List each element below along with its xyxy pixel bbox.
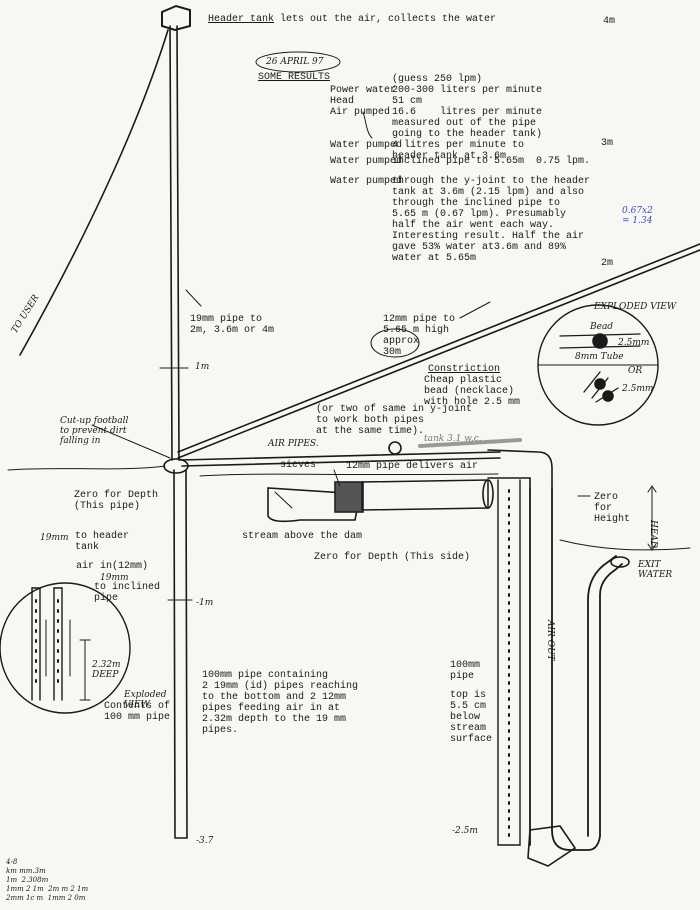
constriction-note: (or two of same in y-joint to work both … [316, 404, 473, 437]
pipe12-delivers-label: 12mm pipe delivers air [346, 461, 479, 472]
tank-scribble: tank 3.1 w.c. [424, 434, 482, 444]
bead-hole-size-b: 2.5mm [622, 384, 654, 394]
results-row-value: through the y-joint to the header tank a… [392, 176, 591, 264]
results-row-value: inclined pipe to 5.65m 0.75 lpm. [392, 156, 591, 167]
inclined-12mm-pipe [177, 243, 700, 459]
zero-depth-pipe-label: Zero for Depth (This pipe) [74, 490, 159, 512]
football-note: Cut-up football to prevent dirt falling … [60, 416, 129, 446]
to-inclined-label: to inclined pipe [94, 582, 161, 604]
sieve-block [334, 481, 364, 513]
or-label: OR [628, 366, 643, 376]
sieve-tank [267, 487, 361, 523]
pipe12-label: 12mm pipe to 5.65 m high approx 30m [383, 314, 456, 358]
results-row-label: Water pumped [330, 140, 403, 151]
constriction-bead [388, 441, 402, 455]
header-tank-title: Header tank [208, 14, 275, 25]
bead-label: Bead [590, 322, 614, 332]
left-100mm-pipe [173, 469, 188, 839]
head-label: HEAD [648, 520, 658, 549]
results-table: (guess 250 lpm) Power water 200-300 lite… [330, 74, 630, 264]
minus-25-mark: -2.5m [452, 826, 478, 836]
right-100mm-pipe [497, 479, 521, 846]
results-row-label: Power water [330, 85, 397, 96]
marker-2m: 2m [601, 258, 614, 269]
air-pipes-label: AIR PIPES. [268, 439, 319, 449]
to-user-pipe [19, 29, 169, 356]
results-row-label: Water pumped [330, 176, 403, 187]
zero-height-label: Zero for Height [594, 492, 631, 525]
results-row-label: Head [330, 96, 355, 107]
minus-one-metre-mark: -1m [196, 598, 214, 608]
depth-232-label: 2.32m DEEP [92, 660, 121, 680]
zero-depth-side-label: Zero for Depth (This side) [314, 552, 471, 563]
exit-water-label: EXIT WATER [638, 560, 673, 580]
header-tank-label: Header tank lets out the air, collects t… [208, 14, 496, 25]
marker-4m: 4m [603, 16, 616, 27]
contents-label: Contents of 100 mm pipe [104, 701, 171, 723]
air-pipes-horizontal [179, 451, 501, 467]
bead-hole-size-a: 2.5mm [618, 338, 650, 348]
exploded-view-small-label: Exploded VIEW [124, 690, 167, 710]
bottom-trap [527, 825, 577, 867]
results-row-value: 51 cm [392, 96, 423, 107]
air-in-label: air in(12mm) [76, 561, 149, 572]
results-heading: SOME RESULTS [258, 72, 331, 83]
results-row-value: 4 litres per minute to header tank at 3.… [392, 140, 525, 162]
contents-circle [0, 582, 131, 714]
exploded-view-label: EXPLODED VIEW [594, 302, 677, 312]
right-bend-pipe [487, 449, 553, 489]
results-row-value: 16.6 litres per minute measured out of t… [392, 107, 543, 140]
results-date: 26 APRIL 97 [266, 57, 324, 67]
air-out-label: AIR OUT [545, 620, 555, 661]
constriction-title: Constriction [428, 364, 501, 375]
corner-notes: 4-8 km mm.3m 1m 2.308m 1mm 2 1m 2m m 2 1… [6, 858, 89, 902]
results-row-label: Air pumped [330, 107, 391, 118]
header-tank-caption: lets out the air, collects the water [274, 14, 497, 25]
exit-pipe [529, 487, 623, 851]
pipe100-right-label: 100mm pipe [450, 660, 481, 682]
blue-calculation-note: 0.67x2 = 1.34 [622, 206, 653, 226]
sieves-label: sieves [280, 460, 317, 471]
ground-line [7, 465, 499, 477]
top-is-label: top is 5.5 cm below stream surface [450, 690, 493, 745]
junction-joint [163, 458, 189, 474]
constriction-text: Cheap plastic bead (necklace) with hole … [424, 375, 521, 408]
exit-mouth [610, 556, 630, 568]
results-row-value: (guess 250 lpm) [392, 74, 483, 85]
pipe100-description: 100mm pipe containing 2 19mm (id) pipes … [202, 670, 359, 736]
minus-37-mark: -3.7 [196, 836, 214, 846]
one-metre-mark: 1m [195, 362, 210, 372]
vertical-19mm-pipe [169, 25, 180, 461]
tube-label: 8mm Tube [575, 352, 624, 362]
pipe19-label: 19mm pipe to 2m, 3.6m or 4m [190, 314, 275, 336]
stream-above-label: stream above the dam [242, 531, 363, 542]
header-tank-pipe-size: 19mm [40, 533, 69, 543]
marker-3m: 3m [601, 138, 614, 149]
results-row-value: 200-300 liters per minute [392, 85, 543, 96]
header-tank [161, 4, 191, 32]
sieve-pipe [361, 479, 489, 511]
results-row-label: Water pumped [330, 156, 403, 167]
inclined-pipe-size: 19mm [100, 573, 129, 583]
to-header-tank-label: to header tank [75, 531, 130, 553]
